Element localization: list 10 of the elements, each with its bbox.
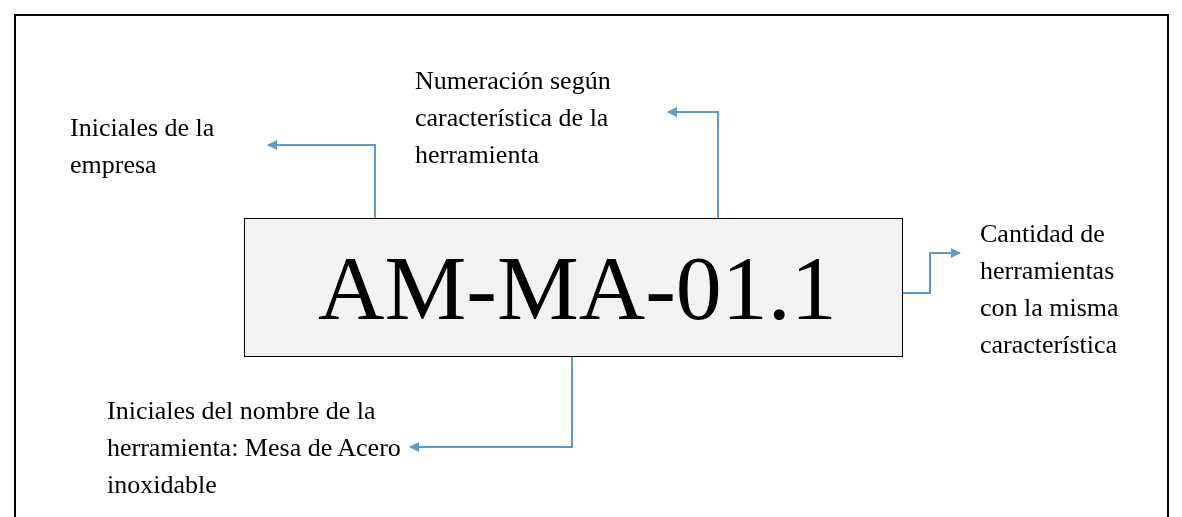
code-text: AM-MA-01.1 — [317, 241, 837, 334]
callout-text: Cantidad de herramientas con la misma característica — [980, 215, 1155, 363]
callout-text: Numeración según característica de la herramienta — [415, 62, 665, 173]
leader-arrow — [902, 248, 961, 294]
callout-text: Iniciales de la empresa — [70, 109, 265, 183]
code-box — [244, 218, 903, 357]
leader-arrow — [409, 356, 573, 452]
leader-arrow — [667, 107, 719, 219]
callout-text: Iniciales del nombre de la herramienta: Mesa de Acero inoxidable — [107, 392, 407, 503]
leader-arrow — [267, 140, 376, 219]
